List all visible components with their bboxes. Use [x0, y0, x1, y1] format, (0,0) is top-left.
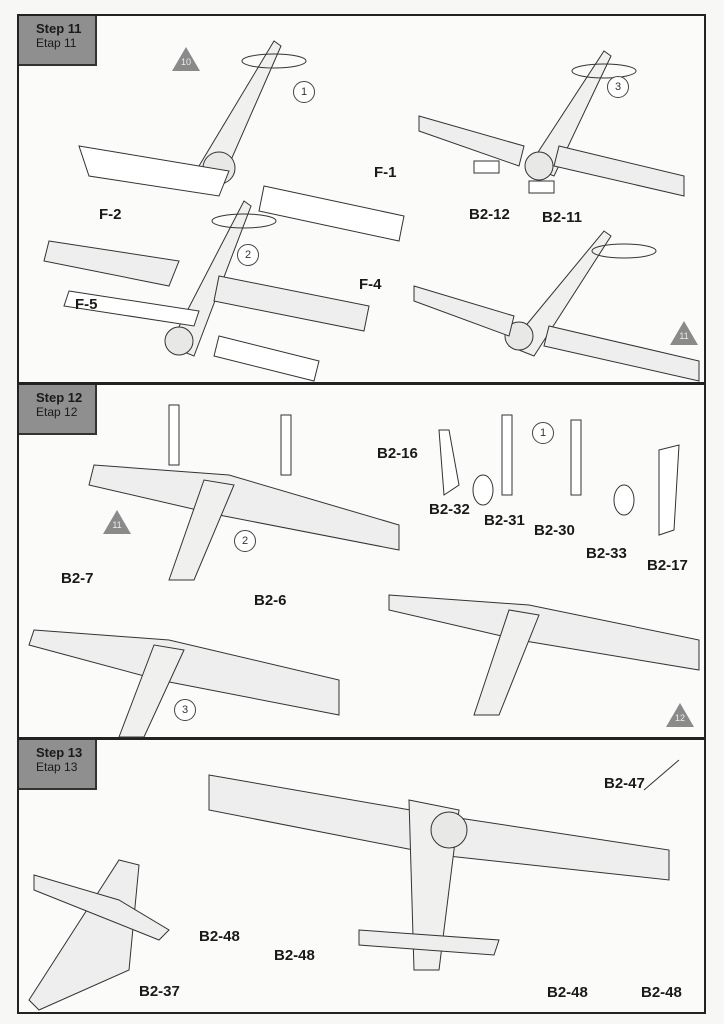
part-label-b2-47: B2-47: [604, 775, 645, 792]
part-label-f5: F-5: [75, 296, 98, 313]
part-label-f2: F-2: [99, 206, 122, 223]
part-label-b2-37: B2-37: [139, 983, 180, 1000]
step-12-drawing: [28, 404, 700, 738]
step-13-panel: Step 13 Etap 13 B2-47 B2-48 B2-48 B2-48 …: [17, 738, 706, 1014]
part-label-b2-33: B2-33: [586, 545, 627, 562]
part-label-b2-17: B2-17: [647, 557, 688, 574]
step-title: Step 13: [36, 745, 83, 760]
part-label-b2-48: B2-48: [641, 984, 682, 1001]
substep-3-marker: 3: [174, 699, 196, 721]
part-label-b2-7: B2-7: [61, 570, 94, 587]
substep-1-marker: 1: [293, 81, 315, 103]
part-label-b2-48: B2-48: [274, 947, 315, 964]
part-label-b2-6: B2-6: [254, 592, 287, 609]
reference-step-number: 10: [180, 57, 191, 67]
substep-1-marker: 1: [532, 422, 554, 444]
part-label-b2-48: B2-48: [547, 984, 588, 1001]
step-subtitle: Etap 12: [36, 405, 78, 419]
part-label-b2-11: B2-11: [542, 209, 583, 226]
part-label-b2-16: B2-16: [377, 445, 418, 462]
reference-step-number: 11: [112, 520, 122, 530]
step-title: Step 11: [36, 21, 82, 36]
step-title: Step 12: [36, 390, 83, 405]
result-step-number: 12: [674, 713, 685, 723]
step-13-header: Step 13 Etap 13: [19, 740, 97, 790]
part-label-b2-48: B2-48: [199, 928, 240, 945]
step-11-panel: Step 11 Etap 11 F-2 F-1 F-5 F-4 B2-12 B2…: [17, 14, 706, 384]
part-label-b2-32: B2-32: [429, 501, 470, 518]
step-13-drawing: [28, 759, 680, 1011]
part-label-b2-30: B2-30: [534, 522, 575, 539]
result-step-number: 11: [679, 331, 689, 341]
substep-2-marker: 2: [234, 530, 256, 552]
part-label-b2-31: B2-31: [484, 512, 525, 529]
step-11-header: Step 11 Etap 11: [19, 16, 97, 66]
part-label-f4: F-4: [359, 276, 382, 293]
step-12-panel: Step 12 Etap 12 B2-16 B2-32 B2-31 B2-30 …: [17, 383, 706, 739]
part-label-f1: F-1: [374, 164, 397, 181]
step-12-header: Step 12 Etap 12: [19, 385, 97, 435]
step-11-drawing: [43, 40, 700, 382]
substep-2-marker: 2: [237, 244, 259, 266]
step-subtitle: Etap 13: [36, 760, 78, 774]
substep-3-marker: 3: [607, 76, 629, 98]
step-subtitle: Etap 11: [36, 36, 77, 50]
part-label-b2-12: B2-12: [469, 206, 510, 223]
